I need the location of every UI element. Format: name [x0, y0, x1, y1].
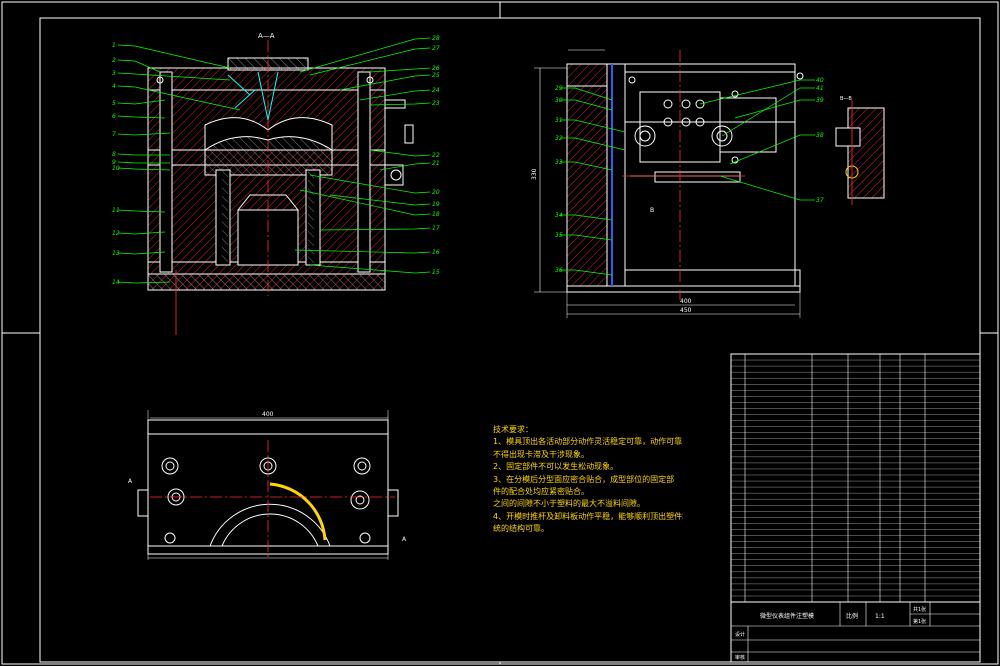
part-number-37: 37 — [816, 197, 824, 204]
dim-top-width: 400 — [262, 411, 274, 418]
side-view — [534, 49, 804, 318]
part-number-34: 34 — [555, 212, 563, 219]
title-block-scale-label: 比例 — [846, 612, 858, 620]
part-number-10: 10 — [112, 165, 120, 172]
part-number-27: 27 — [432, 45, 440, 52]
technical-requirements: 技术要求： 1、模具顶出各活动部分动作灵活稳定可靠，动作可靠， 不得出现卡滞及干… — [493, 424, 683, 536]
title-block-sheet: 共1张 — [913, 606, 926, 613]
part-number-6: 6 — [112, 113, 116, 120]
section-label-aa: A—A — [258, 32, 275, 40]
part-number-4: 4 — [112, 83, 116, 90]
tech-line-2: 不得出现卡滞及干涉现象。 — [493, 449, 589, 459]
part-number-11: 11 — [112, 207, 120, 214]
part-number-18: 18 — [432, 211, 440, 218]
part-number-33: 33 — [555, 159, 563, 166]
part-number-26: 26 — [432, 65, 440, 72]
part-number-3: 3 — [112, 70, 116, 77]
part-number-20: 20 — [432, 189, 440, 196]
part-number-12: 12 — [112, 230, 120, 237]
part-number-13: 13 — [112, 250, 120, 257]
part-number-38: 38 — [816, 132, 824, 139]
title-block-design: 设计 — [735, 631, 745, 638]
side-leaders — [560, 79, 815, 276]
dim-side-width-2: 450 — [680, 307, 692, 314]
dim-side-height: 330 — [531, 168, 538, 180]
part-number-21: 21 — [432, 160, 440, 167]
part-number-40: 40 — [816, 77, 824, 84]
part-number-36: 36 — [555, 267, 563, 274]
part-number-14: 14 — [112, 279, 120, 286]
part-number-7: 7 — [112, 131, 116, 138]
bom-rows — [731, 359, 980, 603]
part-number-8: 8 — [112, 151, 116, 158]
part-number-24: 24 — [432, 87, 440, 94]
part-number-32: 32 — [555, 135, 563, 142]
svg-labels: A—A 400 400 450 A A B—B B 330 1234567891… — [112, 32, 926, 661]
tech-line-7: 4、开模时推杆及卸料板动作平稳，能够顺利顶出塑件和推出系 — [493, 511, 683, 521]
tech-line-3: 2、固定部件不可以发生松动现象。 — [493, 462, 619, 472]
part-number-17: 17 — [432, 225, 440, 232]
leader-lines-left — [117, 44, 241, 284]
tech-line-4: 3、在分模后分型面应密合贴合，成型部位的固定部 — [493, 474, 675, 484]
part-number-35: 35 — [555, 232, 563, 239]
part-number-2: 2 — [112, 57, 116, 64]
part-number-labels: 1234567891011121314151617181920212223242… — [112, 35, 824, 286]
part-number-29: 29 — [555, 85, 563, 92]
title-block-name: 微型仪表组件注塑模 — [760, 612, 814, 620]
tech-heading: 技术要求： — [493, 425, 533, 434]
title-block — [730, 601, 981, 663]
main-section-view — [147, 40, 414, 335]
dim-b: B — [650, 207, 654, 214]
detail-label: B—B — [840, 96, 852, 102]
part-number-25: 25 — [432, 72, 440, 79]
part-number-16: 16 — [432, 249, 440, 256]
title-block-check: 审核 — [735, 654, 745, 661]
part-number-23: 23 — [432, 100, 440, 107]
part-number-39: 39 — [816, 97, 824, 104]
title-block-sheet2: 第1张 — [913, 618, 926, 625]
part-number-31: 31 — [555, 117, 563, 124]
part-number-19: 19 — [432, 201, 440, 208]
dim-side-width-1: 400 — [680, 298, 692, 305]
tech-line-1: 1、模具顶出各活动部分动作灵活稳定可靠，动作可靠， — [493, 437, 683, 447]
part-number-22: 22 — [432, 152, 440, 159]
part-number-1: 1 — [112, 42, 116, 49]
bom-table — [730, 353, 981, 603]
section-a-left: A — [128, 478, 133, 485]
plan-view — [137, 410, 399, 560]
section-a-right: A — [402, 536, 407, 543]
title-block-scale: 1:1 — [875, 613, 885, 620]
part-number-9: 9 — [112, 159, 116, 166]
part-number-5: 5 — [112, 100, 116, 107]
tech-line-5: 件的配合处均应紧密贴合。 — [493, 487, 589, 497]
part-number-30: 30 — [555, 97, 563, 104]
leader-lines-right — [294, 37, 431, 274]
part-number-41: 41 — [816, 85, 824, 92]
tech-line-6: 之间的间隙不小于塑料的最大不溢料间隙。 — [493, 499, 645, 509]
part-number-15: 15 — [432, 269, 440, 276]
tech-line-8: 统的结构可靠。 — [493, 524, 549, 534]
part-number-28: 28 — [432, 35, 440, 42]
detail-view — [835, 100, 885, 205]
